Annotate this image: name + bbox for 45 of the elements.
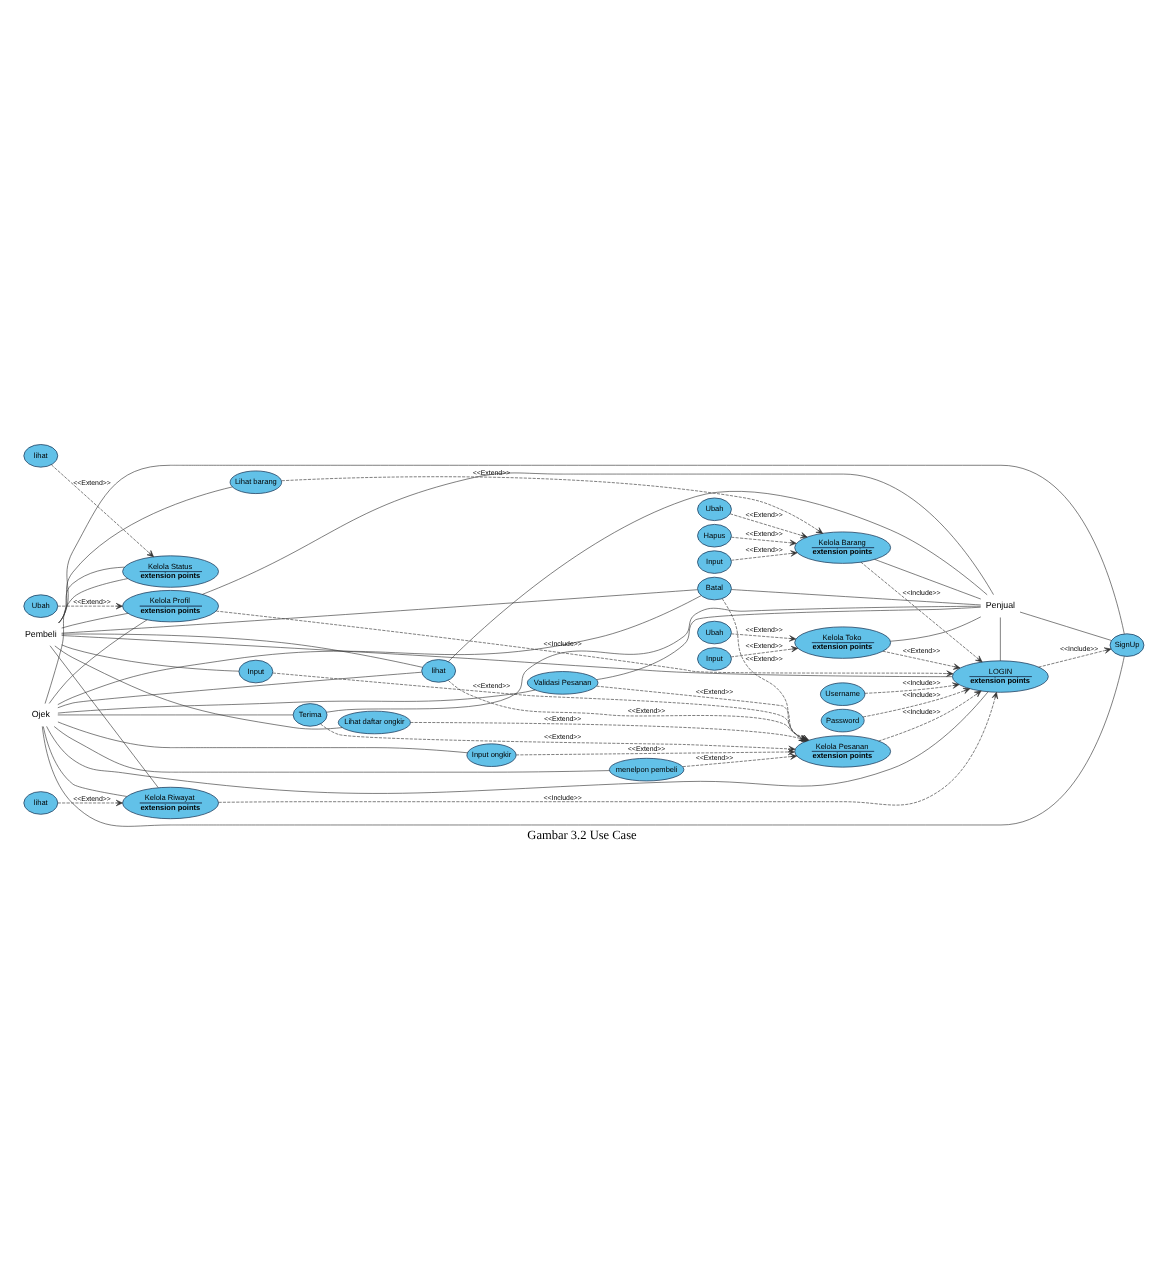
connector — [57, 720, 468, 753]
arrow — [682, 752, 797, 766]
arrow — [864, 681, 960, 693]
arrow — [731, 535, 797, 545]
connector — [43, 725, 128, 796]
arrow — [57, 798, 123, 806]
arrow — [51, 463, 154, 557]
connector — [596, 605, 981, 679]
connector — [58, 463, 1125, 634]
connector — [61, 588, 698, 633]
connector — [53, 725, 610, 772]
arrow — [281, 475, 824, 533]
arrow — [860, 560, 983, 662]
connector — [57, 670, 422, 708]
connector — [49, 644, 159, 787]
arrow — [882, 649, 961, 669]
arrow — [215, 609, 954, 676]
arrow — [218, 690, 998, 805]
connector — [61, 634, 953, 676]
arrow — [57, 602, 123, 609]
arrow — [862, 686, 971, 717]
connector — [57, 688, 536, 713]
connector — [326, 604, 981, 712]
arrow — [730, 645, 799, 657]
arrow — [1038, 646, 1112, 667]
connector — [58, 485, 233, 623]
connector — [61, 643, 240, 671]
arrow — [731, 549, 798, 560]
connector — [731, 588, 982, 605]
connector — [57, 713, 294, 715]
connector — [42, 655, 1125, 826]
connector — [1019, 610, 1112, 640]
arrow — [731, 632, 797, 641]
connector — [61, 632, 423, 667]
connector — [44, 577, 129, 703]
connector — [874, 558, 982, 599]
arrow — [878, 689, 982, 741]
connector — [61, 612, 129, 628]
connector — [448, 490, 988, 661]
arrow — [320, 722, 796, 752]
arrow — [729, 512, 808, 538]
connector — [48, 618, 148, 703]
connector — [890, 615, 982, 641]
connector — [57, 594, 702, 704]
connector — [46, 690, 989, 793]
